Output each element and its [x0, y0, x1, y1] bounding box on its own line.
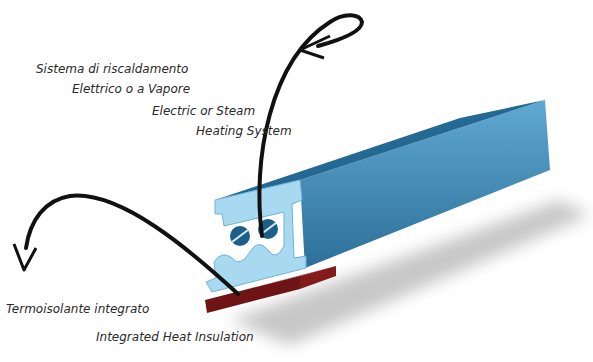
profile-section [206, 180, 306, 292]
part-label-it: Sistema di riscaldamento [36, 62, 188, 76]
part-label-en: Integrated Heat Insulation [96, 330, 254, 344]
insulation-front [205, 276, 300, 313]
arrowhead [300, 36, 330, 58]
part-label-en: Heating System [196, 124, 292, 138]
insulation-lip [300, 266, 336, 289]
channel-mark [232, 230, 248, 242]
part-label-en: Electric or Steam [152, 104, 255, 118]
pointer-arrow [26, 196, 238, 294]
heating-channel [230, 226, 250, 246]
profile-side [300, 100, 550, 268]
part-label-it: Elettrico o a Vapore [72, 82, 190, 96]
part-label-it: Termoisolante integrato [6, 302, 149, 316]
arrowhead [14, 244, 36, 270]
